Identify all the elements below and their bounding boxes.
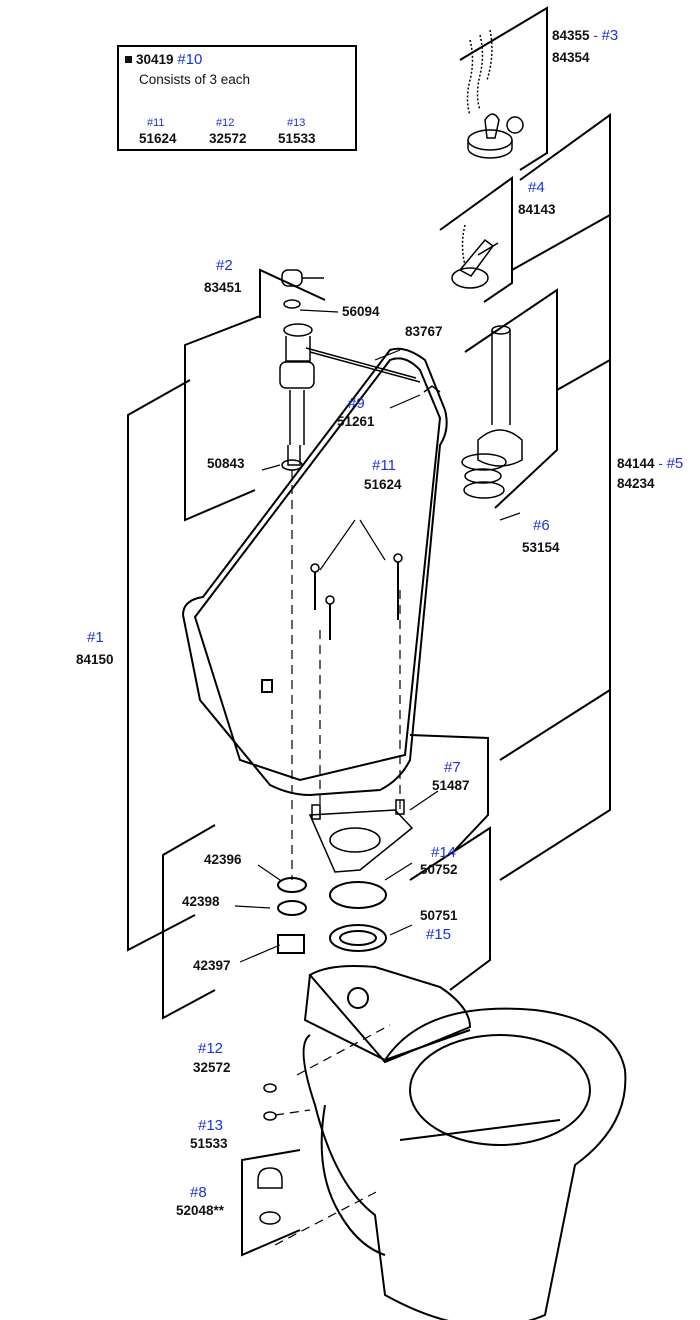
callout-7-part: 51487 [432, 778, 470, 793]
kit-item-ref-12: #12 [216, 117, 235, 129]
callout-5-part-b: 84234 [617, 476, 655, 491]
callout-5-ref: #5 [666, 455, 684, 472]
part-50843: 50843 [207, 456, 245, 471]
callout-7-ref: #7 [444, 759, 461, 776]
callout-1-part: 84150 [76, 652, 114, 667]
callout-12-ref: #12 [198, 1040, 224, 1057]
callout-15-ref: #15 [426, 926, 452, 943]
part-56094: 56094 [342, 304, 380, 319]
part-42397: 42397 [193, 958, 231, 973]
callout-4-part: 84143 [518, 202, 556, 217]
callout-3: 84355 - #3 [552, 28, 618, 44]
bracket-6 [464, 288, 558, 509]
callout-3-part-b: 84354 [552, 50, 590, 65]
callout-11-part: 51624 [364, 477, 402, 492]
callout-15-part: 50751 [420, 908, 458, 923]
callout-12-part: 32572 [193, 1060, 231, 1075]
kit-description: Consists of 3 each [139, 72, 251, 87]
flapper-4 [451, 224, 499, 289]
cap-8 [257, 1167, 283, 1225]
callout-4-ref: #4 [528, 179, 545, 196]
bracket-1 [127, 379, 196, 952]
callout-2-ref: #2 [216, 257, 233, 274]
callout-14-ref: #14 [431, 844, 457, 861]
callout-13-ref: #13 [198, 1117, 224, 1134]
callout-13-part: 51533 [190, 1136, 228, 1151]
callout-8-part: 52048** [176, 1203, 225, 1218]
kit-ref: #10 [177, 51, 203, 68]
part-42396: 42396 [204, 852, 242, 867]
flush-valve [461, 325, 523, 499]
callout-5-sep: - [658, 456, 663, 471]
kit-item-part-12: 32572 [209, 131, 247, 146]
callout-5-part-a: 84144 [617, 456, 655, 471]
kit-title: 30419 #10 [125, 51, 202, 68]
callout-9-part: 51261 [337, 414, 375, 429]
bracket-bolts [162, 824, 216, 1020]
callout-9-ref: #9 [348, 395, 365, 412]
callout-6-part: 53154 [522, 540, 560, 555]
toilet-bowl [302, 965, 627, 1320]
kit-item-ref-13: #13 [287, 117, 306, 129]
small-washers [263, 1083, 277, 1121]
callout-3-part-a: 84355 [552, 28, 590, 43]
bracket-2 [259, 268, 326, 318]
bracket-4 [439, 176, 513, 303]
callout-14-part: 50752 [420, 862, 458, 877]
tank-bolts [310, 553, 403, 625]
callout-5: 84144 - #5 [617, 456, 683, 472]
bracket-14-15 [409, 826, 491, 991]
kit-part: 30419 [136, 52, 174, 67]
callout-11-ref: #11 [372, 457, 396, 474]
part-42398: 42398 [182, 894, 220, 909]
kit-box: 30419 #10 Consists of 3 each #11 #12 #13… [117, 45, 357, 151]
part-83767: 83767 [405, 324, 443, 339]
flapper-3 [466, 29, 524, 159]
kit-item-part-13: 51533 [278, 131, 316, 146]
callout-3-sep: - [593, 28, 598, 43]
callout-3-ref: #3 [601, 27, 619, 44]
bracket-5 [499, 113, 611, 881]
callout-6-ref: #6 [533, 517, 550, 534]
bracket-8 [241, 1149, 301, 1257]
fill-valve [279, 269, 421, 471]
gasket-7 [308, 799, 414, 873]
kit-item-part-11: 51624 [139, 131, 177, 146]
washers [277, 877, 387, 954]
kit-item-ref-11: #11 [147, 117, 165, 129]
bullet-icon [125, 56, 132, 63]
callout-2-part: 83451 [204, 280, 242, 295]
bracket-fill-valve [184, 315, 261, 522]
bracket-3 [459, 6, 548, 171]
callout-8-ref: #8 [190, 1184, 207, 1201]
bracket-7 [409, 734, 489, 851]
callout-1-ref: #1 [87, 629, 104, 646]
